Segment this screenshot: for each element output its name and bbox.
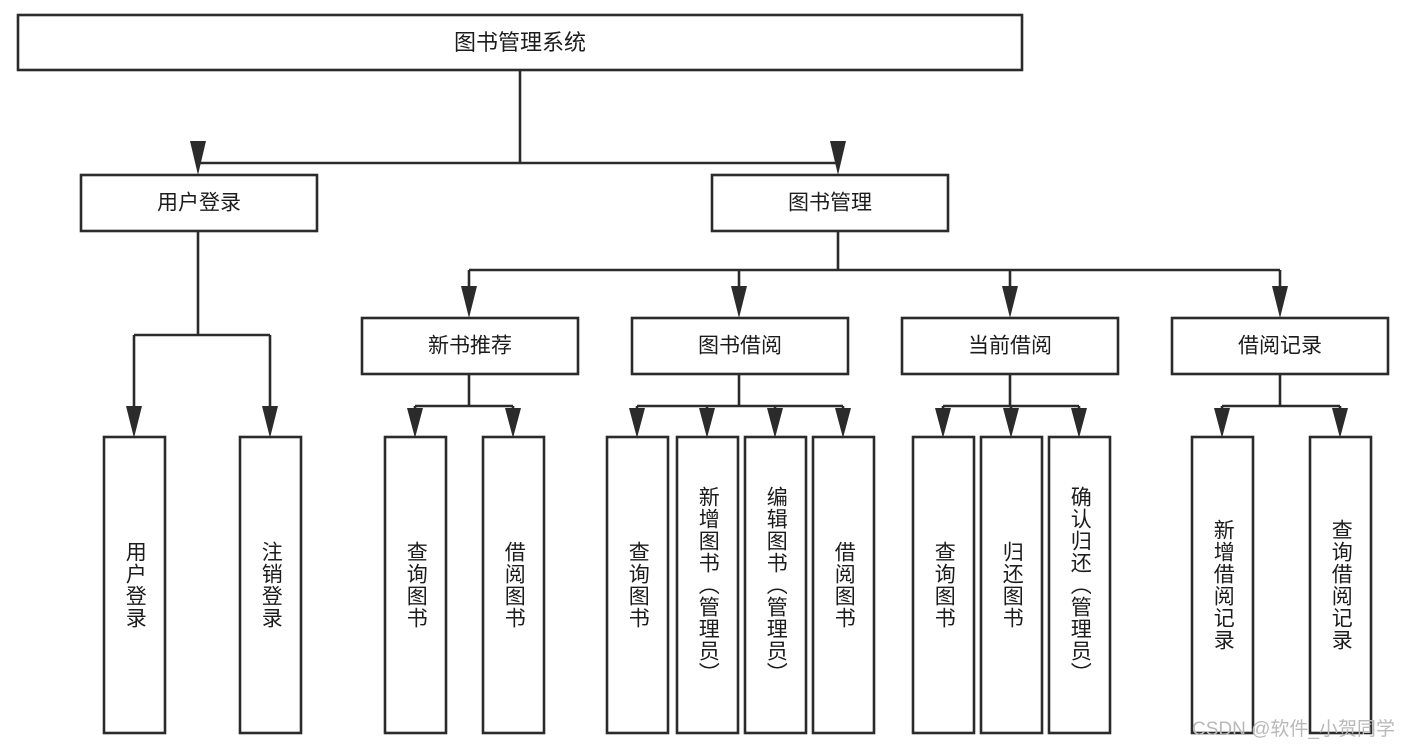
leaf-add-book-admin[interactable]: 新增图书（管理员） xyxy=(675,435,740,735)
leaf-query-book-2-label: 查询图书 xyxy=(626,541,650,629)
leaf-add-borrow-record[interactable]: 新增借阅记录 xyxy=(1190,435,1255,735)
leaf-query-book-3-rect[interactable] xyxy=(911,435,976,735)
node-new-book-recommend[interactable]: 新书推荐 xyxy=(360,316,580,376)
node-book-borrow[interactable]: 图书借阅 xyxy=(630,316,850,376)
arrowhead-leaf-return-book xyxy=(1003,408,1019,438)
node-new-book-recommend-label: 新书推荐 xyxy=(428,335,512,358)
node-borrow-record-rect[interactable] xyxy=(1170,316,1390,376)
arrowhead-leaf-add-book-admin xyxy=(699,408,715,438)
leaf-borrow-book-1[interactable]: 借阅图书 xyxy=(481,435,546,735)
leaf-add-book-admin-label: 新增图书（管理员） xyxy=(696,486,720,684)
leaf-add-borrow-record-label-wrap: 新增借阅记录 xyxy=(1211,519,1235,651)
leaf-edit-book-admin-label-wrap: 编辑图书（管理员） xyxy=(764,486,788,684)
leaf-borrow-book-1-label: 借阅图书 xyxy=(502,541,526,629)
leaf-query-borrow-record-label-wrap: 查询借阅记录 xyxy=(1329,519,1353,651)
leaf-borrow-book-1-label-wrap: 借阅图书 xyxy=(502,541,526,629)
leaf-return-book-label: 归还图书 xyxy=(1000,541,1024,629)
leaf-query-book-2[interactable]: 查询图书 xyxy=(605,435,670,735)
node-current-borrow-rect[interactable] xyxy=(900,316,1120,376)
leaf-return-book[interactable]: 归还图书 xyxy=(979,435,1044,735)
leaf-return-book-rect[interactable] xyxy=(979,435,1044,735)
leaf-query-book-2-label-wrap: 查询图书 xyxy=(626,541,650,629)
node-current-borrow-label: 当前借阅 xyxy=(968,335,1052,358)
node-root[interactable]: 图书管理系统 xyxy=(16,13,1024,72)
arrowhead-leaf-query-book-3 xyxy=(935,408,951,438)
leaf-logout-login-rect[interactable] xyxy=(238,435,303,735)
leaf-confirm-return-admin-label: 确认归还（管理员） xyxy=(1068,486,1092,684)
leaf-logout-login[interactable]: 注销登录 xyxy=(238,435,303,735)
node-book-manage-rect[interactable] xyxy=(710,173,950,233)
leaf-confirm-return-admin[interactable]: 确认归还（管理员） xyxy=(1047,435,1112,735)
node-root-rect[interactable] xyxy=(16,13,1024,72)
connector-layer xyxy=(126,70,1348,438)
leaf-add-borrow-record-label: 新增借阅记录 xyxy=(1211,519,1235,651)
arrowhead-book-manage xyxy=(830,141,846,175)
arrowhead-leaf-logout-login xyxy=(262,406,278,438)
node-book-manage[interactable]: 图书管理 xyxy=(710,173,950,233)
arrowhead-leaf-edit-book-admin xyxy=(767,408,783,438)
leaf-borrow-book-1-rect[interactable] xyxy=(481,435,546,735)
arrowhead-leaf-user-login xyxy=(126,406,142,438)
arrowhead-borrow-record xyxy=(1272,286,1288,318)
node-borrow-record[interactable]: 借阅记录 xyxy=(1170,316,1390,376)
leaf-borrow-book-2-label: 借阅图书 xyxy=(832,541,856,629)
leaf-query-book-3[interactable]: 查询图书 xyxy=(911,435,976,735)
leaf-query-borrow-record[interactable]: 查询借阅记录 xyxy=(1308,435,1373,735)
leaf-confirm-return-admin-rect[interactable] xyxy=(1047,435,1112,735)
leaf-query-book-1-label: 查询图书 xyxy=(404,541,428,629)
leaf-query-book-1-label-wrap: 查询图书 xyxy=(404,541,428,629)
node-book-manage-label: 图书管理 xyxy=(788,192,872,215)
leaf-borrow-book-2-label-wrap: 借阅图书 xyxy=(832,541,856,629)
leaf-logout-login-label-wrap: 注销登录 xyxy=(259,541,283,629)
arrowhead-book-borrow xyxy=(731,286,747,318)
leaf-query-book-2-rect[interactable] xyxy=(605,435,670,735)
node-book-borrow-rect[interactable] xyxy=(630,316,850,376)
arrowhead-leaf-add-borrow-record xyxy=(1214,408,1230,438)
node-user-login-rect[interactable] xyxy=(79,173,319,233)
leaf-edit-book-admin-label: 编辑图书（管理员） xyxy=(764,486,788,684)
leaf-borrow-book-2-rect[interactable] xyxy=(811,435,876,735)
leaf-add-borrow-record-rect[interactable] xyxy=(1190,435,1255,735)
node-book-borrow-label: 图书借阅 xyxy=(698,335,782,358)
node-current-borrow[interactable]: 当前借阅 xyxy=(900,316,1120,376)
leaf-logout-login-label: 注销登录 xyxy=(259,541,283,629)
node-new-book-recommend-rect[interactable] xyxy=(360,316,580,376)
leaf-query-book-1[interactable]: 查询图书 xyxy=(383,435,448,735)
node-borrow-record-label: 借阅记录 xyxy=(1238,335,1322,358)
leaf-edit-book-admin-rect[interactable] xyxy=(743,435,808,735)
leaf-user-login-label-wrap: 用户登录 xyxy=(123,541,147,629)
arrowhead-leaf-query-book-2 xyxy=(629,408,645,438)
leaf-user-login-rect[interactable] xyxy=(102,435,167,735)
csdn-watermark: CSDN @软件_小贺同学 xyxy=(1192,719,1395,740)
leaf-confirm-return-admin-label-wrap: 确认归还（管理员） xyxy=(1068,486,1092,684)
leaf-query-book-3-label: 查询图书 xyxy=(932,541,956,629)
arrowhead-new-book-recommend xyxy=(461,286,477,318)
leaf-add-book-admin-label-wrap: 新增图书（管理员） xyxy=(696,486,720,684)
leaf-user-login-label: 用户登录 xyxy=(123,541,147,629)
arrowhead-user-login xyxy=(190,141,206,175)
arrowhead-leaf-query-book-1 xyxy=(407,408,423,438)
node-user-login-label: 用户登录 xyxy=(157,192,241,215)
leaf-query-borrow-record-rect[interactable] xyxy=(1308,435,1373,735)
arrowhead-leaf-query-borrow-record xyxy=(1332,408,1348,438)
leaf-borrow-book-2[interactable]: 借阅图书 xyxy=(811,435,876,735)
leaf-query-book-3-label-wrap: 查询图书 xyxy=(932,541,956,629)
leaf-query-borrow-record-label: 查询借阅记录 xyxy=(1329,519,1353,651)
leaf-return-book-label-wrap: 归还图书 xyxy=(1000,541,1024,629)
leaf-add-book-admin-rect[interactable] xyxy=(675,435,740,735)
leaf-query-book-1-rect[interactable] xyxy=(383,435,448,735)
arrowhead-current-borrow xyxy=(1002,286,1018,318)
node-user-login[interactable]: 用户登录 xyxy=(79,173,319,233)
leaf-user-login[interactable]: 用户登录 xyxy=(102,435,167,735)
node-root-label: 图书管理系统 xyxy=(454,30,586,55)
arrowhead-leaf-borrow-book-1 xyxy=(505,408,521,438)
arrowhead-leaf-borrow-book-2 xyxy=(835,408,851,438)
leaf-edit-book-admin[interactable]: 编辑图书（管理员） xyxy=(743,435,808,735)
arrowhead-leaf-confirm-return-admin xyxy=(1071,408,1087,438)
